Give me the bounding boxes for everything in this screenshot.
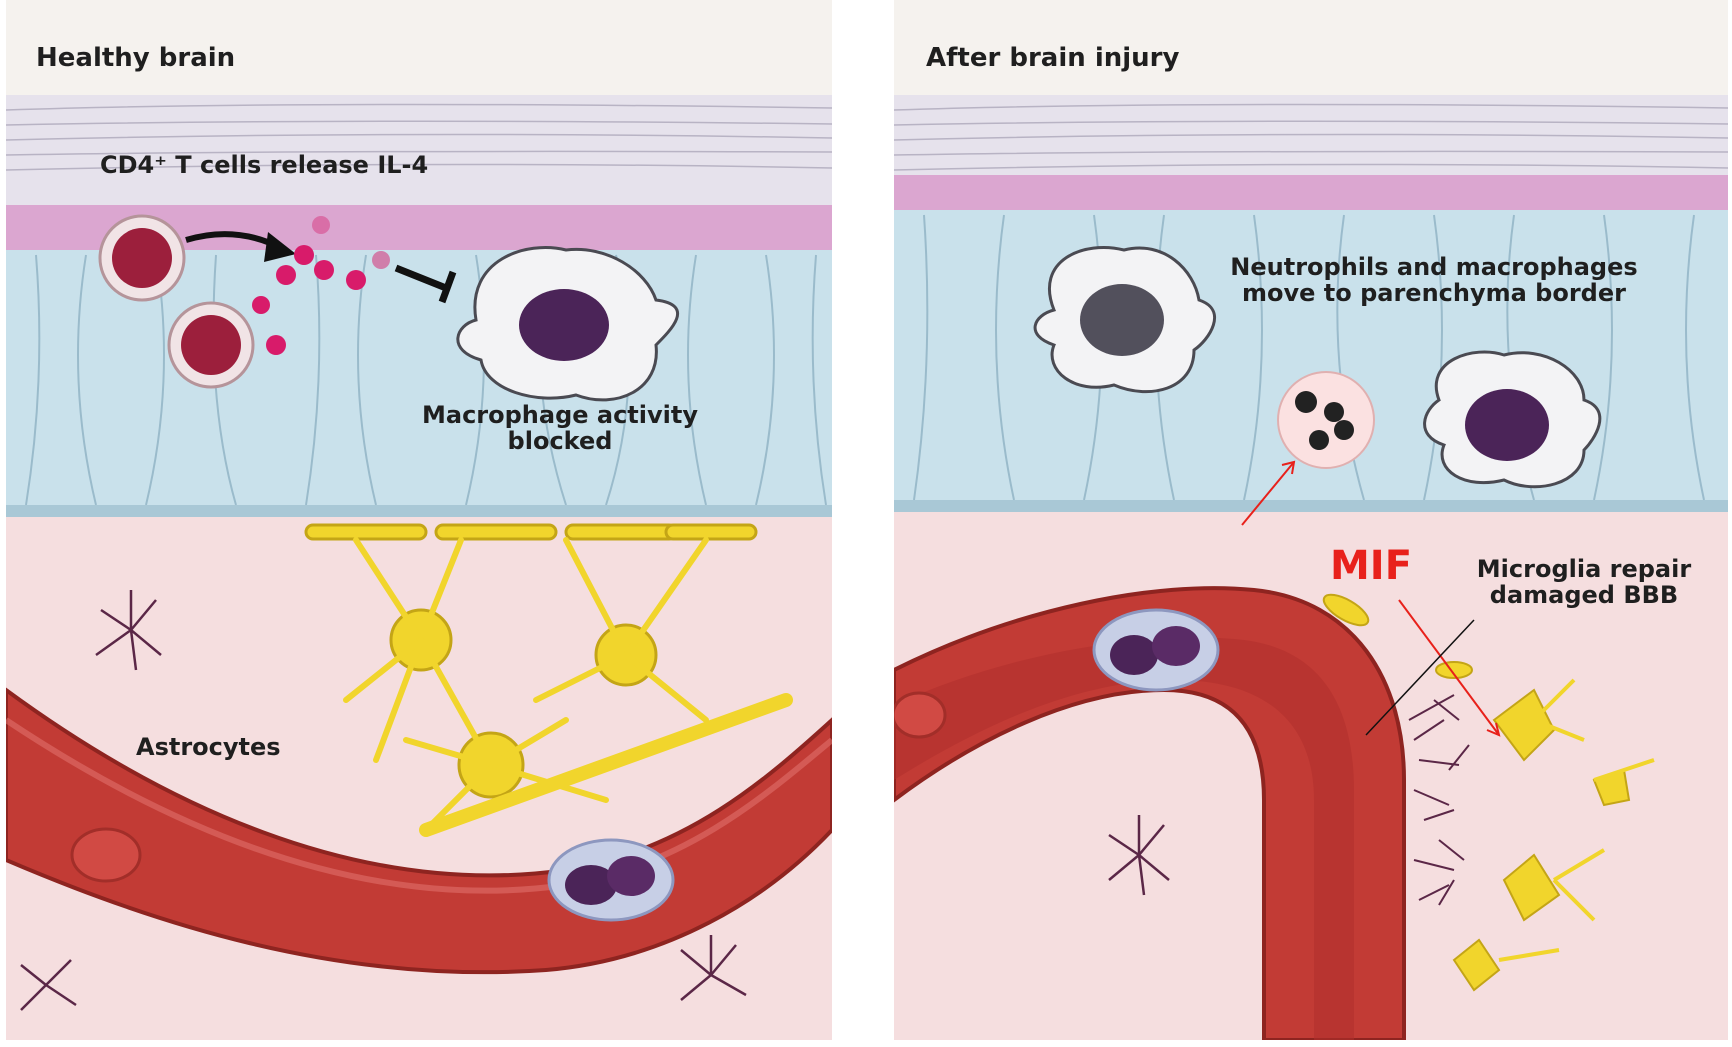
vessel-lumen: [894, 637, 1354, 1040]
microglia: [1108, 815, 1170, 896]
macrophage-label-line2: blocked: [507, 427, 613, 456]
astrocytes-label: Astrocytes: [136, 733, 281, 761]
red-blood-cell: [894, 691, 947, 739]
healthy-brain-illustration: [6, 0, 832, 1040]
injured-brain-panel: After brain injury Neutrophils and macro…: [894, 0, 1728, 1040]
inhibition-line: [394, 264, 448, 292]
microglia: [20, 590, 747, 1011]
astrocytes: [304, 523, 793, 837]
microglia-repair-cluster: [1408, 694, 1470, 906]
macrophage-label-line1: Macrophage activity: [421, 401, 698, 429]
macrophage: [1033, 246, 1602, 489]
microglia-label-line1: Microglia repair: [1476, 555, 1692, 583]
panel-title-injury: After brain injury: [926, 43, 1180, 73]
pia-layer: [894, 175, 1728, 215]
healthy-brain-panel: Healthy brain CD4⁺ T cells release IL-4 …: [6, 0, 832, 1040]
dura-layer: [6, 95, 832, 205]
mif-arrows: [1241, 460, 1501, 737]
neutrophils-label: Neutrophils and macrophages move to pare…: [1194, 254, 1674, 307]
il-4-molecules: [252, 216, 390, 355]
macrophage: [456, 246, 680, 402]
macrophage-label: Macrophage activity blocked: [400, 402, 720, 455]
cd4-t-cells: [98, 214, 255, 389]
neutrophil: [1277, 371, 1375, 469]
mif-label: MIF: [1330, 543, 1413, 589]
panel-title-healthy: Healthy brain: [36, 43, 236, 73]
injured-brain-illustration: [894, 0, 1728, 1040]
microglia-label: Microglia repair damaged BBB: [1454, 556, 1714, 609]
microglia-label-line2: damaged BBB: [1489, 581, 1679, 610]
neutrophils-label-line1: Neutrophils and macrophages: [1230, 253, 1638, 281]
neutrophils-label-line2: move to parenchyma border: [1242, 279, 1626, 308]
t-cells-label: CD4⁺ T cells release IL-4: [100, 151, 429, 179]
red-blood-cell: [70, 827, 142, 883]
microglia-pointer: [1365, 619, 1475, 736]
astrocyte-fragments: [1322, 593, 1631, 992]
